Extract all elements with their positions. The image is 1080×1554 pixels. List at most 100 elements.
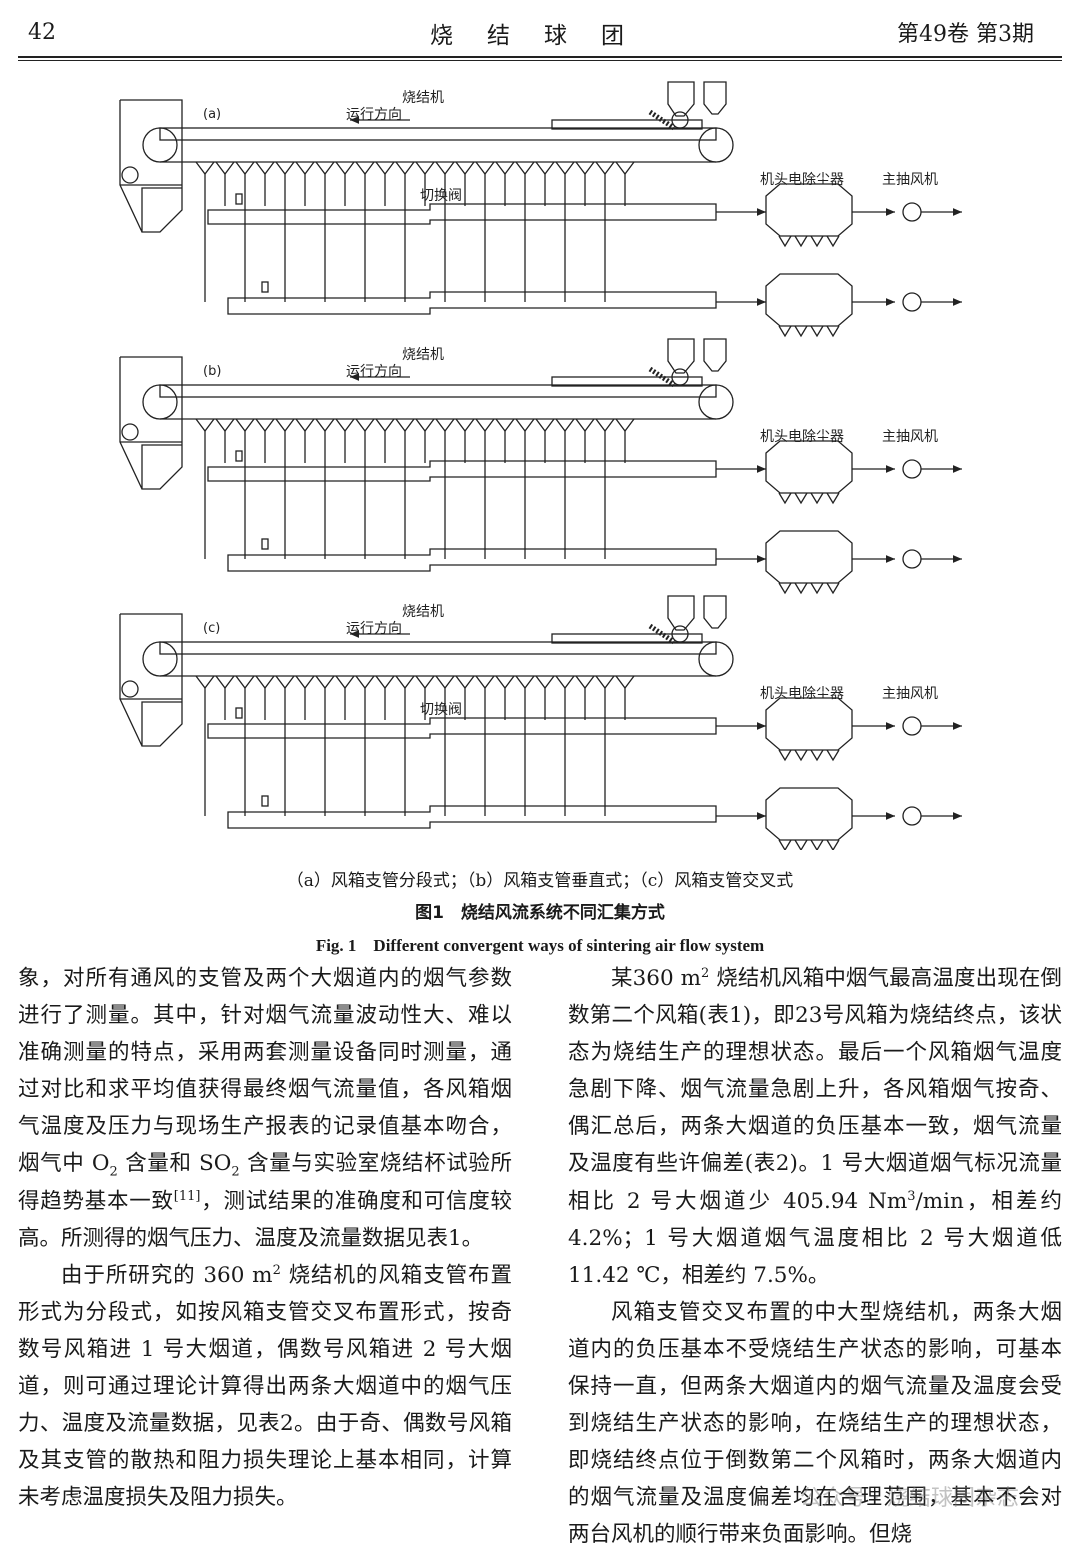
windbox (515, 418, 535, 433)
windbox (435, 161, 455, 176)
windbox (275, 418, 295, 433)
esp-hopper (810, 235, 824, 248)
esp-hopper (778, 492, 792, 505)
windbox (575, 675, 595, 690)
tail-sprocket (698, 641, 734, 677)
gate-valve (261, 281, 269, 293)
esp-hopper (794, 325, 808, 338)
diagram-panel-0: (a)烧结机运行方向切换阀机头电除尘器主抽风机 (119, 81, 962, 338)
citation-ref[interactable]: [11] (173, 1188, 201, 1204)
windbox (195, 675, 215, 690)
esp-hopper (826, 325, 840, 338)
figure-subcaption: （a）风箱支管分段式；（b）风箱支管垂直式；（c）风箱支管交叉式 (286, 871, 794, 891)
body-column-left: 象，对所有通风的支管及两个大烟道内的烟气参数进行了测量。其中，针对烟气流量波动性… (18, 960, 512, 1516)
esp-hopper (794, 235, 808, 248)
crusher-wheel (121, 680, 139, 698)
windbox (375, 675, 395, 690)
gate-valve (235, 707, 243, 719)
tail-sprocket (698, 384, 734, 420)
windbox (295, 161, 315, 176)
head-chamber (119, 99, 183, 233)
esp-hopper (794, 492, 808, 505)
esp-hopper (794, 839, 808, 852)
sintering-airflow-diagram: (a)烧结机运行方向切换阀机头电除尘器主抽风机(b)烧结机运行方向机头电除尘器主… (119, 81, 962, 852)
esp-2 (765, 787, 853, 841)
esp-hopper (826, 235, 840, 248)
main-duct-2 (227, 291, 717, 315)
windbox (535, 418, 555, 433)
hopper-1 (667, 338, 695, 374)
bed-layer (551, 376, 703, 387)
windbox (295, 418, 315, 433)
gate-valve (261, 795, 269, 807)
head-chamber (119, 356, 183, 490)
esp-hopper (826, 582, 840, 595)
esp-hopper (794, 582, 808, 595)
windbox (555, 161, 575, 176)
windbox (355, 675, 375, 690)
windbox (415, 418, 435, 433)
windbox (555, 418, 575, 433)
crusher-wheel (121, 423, 139, 441)
machine-label: 烧结机 (402, 90, 444, 106)
main-duct-1 (207, 717, 717, 739)
fan-label: 主抽风机 (882, 172, 938, 188)
page-number: 42 (28, 20, 56, 45)
esp-hopper (794, 749, 808, 762)
windbox (335, 161, 355, 176)
esp-2 (765, 273, 853, 327)
windbox (595, 161, 615, 176)
figure-caption-cn: 图1 烧结风流系统不同汇集方式 (415, 903, 665, 923)
windbox (575, 161, 595, 176)
strand-top (159, 127, 717, 141)
fan-icon (902, 292, 922, 312)
esp-hopper (826, 839, 840, 852)
main-duct-2 (227, 805, 717, 829)
windbox (355, 161, 375, 176)
windbox (455, 675, 475, 690)
esp-2 (765, 530, 853, 584)
volume-issue: 第49卷 第3期 (897, 22, 1034, 47)
esp-hopper (778, 839, 792, 852)
fan-icon (902, 549, 922, 569)
diagram-panel-2: (c)烧结机运行方向切换阀机头电除尘器主抽风机 (119, 595, 962, 852)
fan-label: 主抽风机 (882, 429, 938, 445)
windbox (275, 675, 295, 690)
esp-hopper (778, 325, 792, 338)
paragraph: 风箱支管交叉布置的中大型烧结机，两条大烟道内的负压基本不受烧结生产状态的影响，可… (568, 1299, 1062, 1548)
windbox (535, 161, 555, 176)
windbox (455, 418, 475, 433)
fan-icon (902, 459, 922, 479)
windbox (215, 675, 235, 690)
windbox (235, 418, 255, 433)
windbox (395, 161, 415, 176)
windbox (435, 675, 455, 690)
esp-hopper (810, 325, 824, 338)
chute (648, 109, 676, 131)
windbox (575, 418, 595, 433)
panel-tag: (c) (203, 621, 220, 636)
esp-hopper (826, 492, 840, 505)
esp-label: 机头电除尘器 (760, 686, 844, 702)
windbox (615, 161, 635, 176)
hopper-1 (667, 81, 695, 117)
esp-1 (765, 440, 853, 494)
windbox (555, 675, 575, 690)
head-chamber (119, 613, 183, 747)
chute (648, 623, 676, 645)
esp-hopper (826, 749, 840, 762)
main-duct-1 (207, 203, 717, 225)
fan-icon (902, 202, 922, 222)
esp-hopper (810, 492, 824, 505)
windbox (495, 418, 515, 433)
tail-sprocket (698, 127, 734, 163)
windbox (255, 418, 275, 433)
chute (648, 366, 676, 388)
esp-hopper (810, 582, 824, 595)
windbox (395, 675, 415, 690)
direction-label: 运行方向 (346, 364, 402, 380)
windbox (415, 161, 435, 176)
fan-icon (902, 806, 922, 826)
bed-layer (551, 633, 703, 644)
windbox (335, 418, 355, 433)
